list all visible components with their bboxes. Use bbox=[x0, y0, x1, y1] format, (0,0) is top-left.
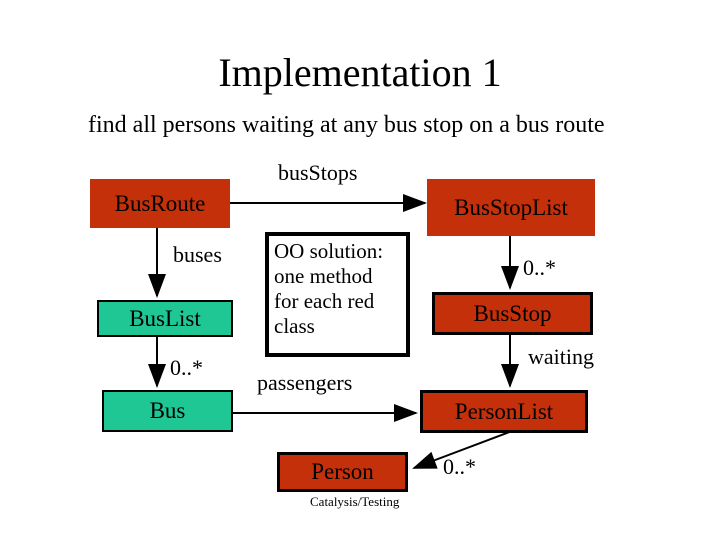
node-buslist: BusList bbox=[97, 300, 233, 337]
slide-subtitle: find all persons waiting at any bus stop… bbox=[88, 112, 605, 138]
node-bus: Bus bbox=[102, 390, 233, 432]
edge-label-busstop-multiplicity: 0..* bbox=[523, 255, 556, 280]
slide-footer: Catalysis/Testing bbox=[310, 494, 400, 509]
note-line: one method bbox=[274, 264, 373, 288]
edge-label-bus-multiplicity: 0..* bbox=[170, 355, 203, 380]
node-busstoplist: BusStopList bbox=[427, 179, 595, 236]
node-personlist: PersonList bbox=[420, 390, 588, 433]
edge-label-passengers: passengers bbox=[257, 370, 353, 395]
node-busstoplist-label: BusStopList bbox=[454, 194, 568, 220]
node-busstop-label: BusStop bbox=[473, 300, 552, 326]
node-bus-label: Bus bbox=[149, 398, 186, 423]
note-line: for each red bbox=[274, 289, 375, 313]
node-personlist-label: PersonList bbox=[454, 398, 554, 424]
node-person-label: Person bbox=[311, 459, 374, 484]
edge-label-buses: buses bbox=[173, 242, 222, 267]
slide-title: Implementation 1 bbox=[218, 50, 502, 95]
note-line: OO solution: bbox=[274, 239, 384, 263]
node-busroute: BusRoute bbox=[90, 179, 230, 228]
edge-label-busstops: busStops bbox=[278, 160, 358, 185]
note-box: OO solution: one method for each red cla… bbox=[265, 232, 410, 357]
node-buslist-label: BusList bbox=[129, 305, 201, 331]
edge-label-waiting: waiting bbox=[528, 344, 594, 369]
edge-label-person-multiplicity: 0..* bbox=[443, 454, 476, 479]
node-busroute-label: BusRoute bbox=[114, 190, 206, 216]
note-line: class bbox=[274, 314, 315, 338]
node-busstop: BusStop bbox=[432, 292, 593, 335]
node-person: Person bbox=[277, 452, 408, 492]
